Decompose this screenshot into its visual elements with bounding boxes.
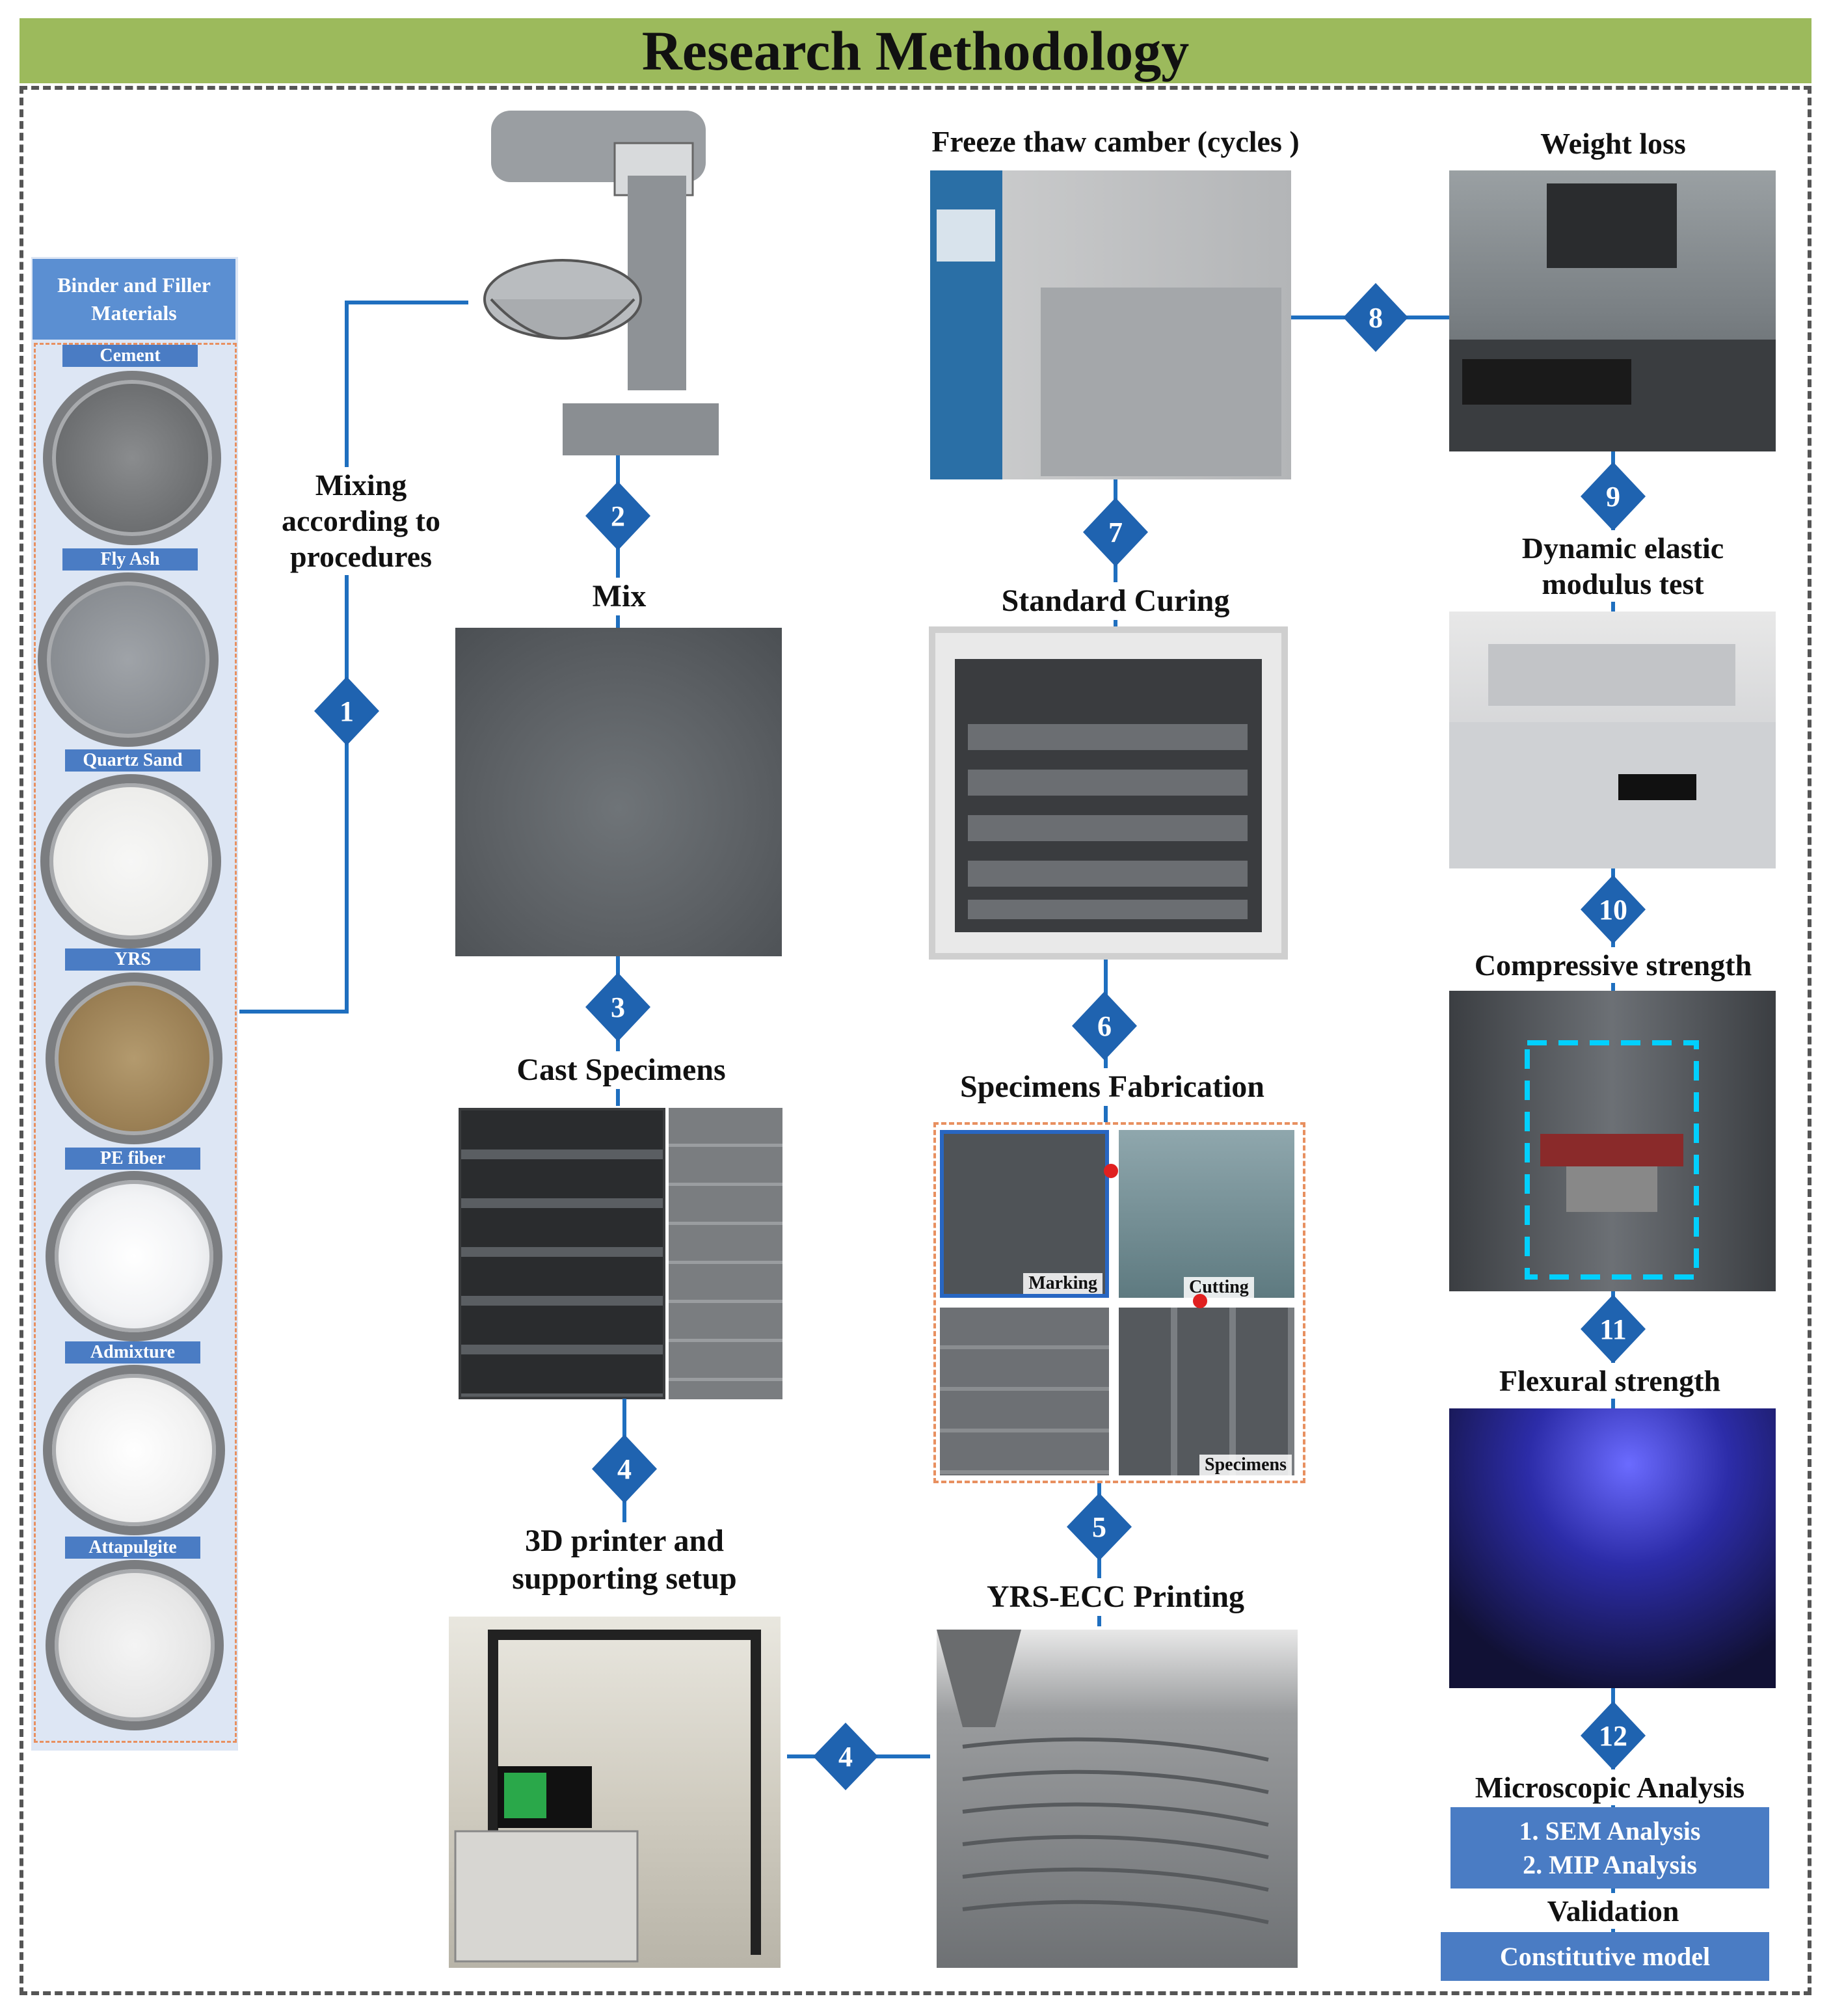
dynamic-modulus-label: Dynamic elastic modulus test [1463,530,1782,602]
ecc-printing-photo [937,1630,1298,1968]
materials-header-line2: Materials [91,301,177,325]
step-diamond-4b [813,1723,878,1790]
fabrication-specimens-photo: Specimens [1119,1308,1294,1475]
title-bar: Research Methodology [20,18,1811,83]
cast-molds-photo [459,1108,665,1399]
microscopic-label: Microscopic Analysis [1437,1769,1782,1806]
step-number-12: 12 [1599,1720,1627,1752]
mixer-photo [478,104,732,468]
fabrication-label: Specimens Fabrication [927,1068,1298,1106]
sem-analysis: 1. SEM Analysis [1519,1816,1701,1846]
compressive-label: Compressive strength [1441,947,1785,984]
mixing-label-line2: according to [281,504,440,538]
step-number-8: 8 [1369,302,1383,334]
fabrication-marking-label: Marking [1023,1273,1103,1294]
step-number-4a: 4 [617,1453,632,1485]
step-number-3: 3 [611,991,625,1023]
step-diamond-12 [1581,1701,1646,1770]
dynamic-label-line1: Dynamic elastic [1521,531,1724,565]
curing-chamber-photo [929,626,1288,960]
flexural-label: Flexural strength [1437,1363,1782,1399]
mix-photo [455,628,782,956]
fabrication-cutting-photo: Cutting [1119,1130,1294,1298]
step-diamond-11 [1581,1295,1646,1364]
material-label-quartz-sand: Quartz Sand [65,749,200,772]
step-diamond-5 [1067,1493,1132,1561]
material-label-pe-fiber: PE fiber [65,1148,200,1170]
step-number-5: 5 [1092,1511,1106,1543]
material-label-yrs: YRS [65,948,200,971]
material-label-cement: Cement [62,345,198,367]
step-diamond-6 [1072,991,1137,1060]
fabrication-panel [933,1122,1305,1483]
curing-label: Standard Curing [940,582,1291,620]
step-number-6: 6 [1097,1010,1112,1042]
material-photo-quartz-sand [40,774,221,948]
printing-label: YRS-ECC Printing [946,1578,1285,1616]
mixing-label-line3: procedures [289,540,433,574]
step-diamond-3 [585,973,650,1042]
printer-setup-label: 3D printer and supporting setup [433,1522,816,1598]
fabrication-marking-photo: Marking [940,1130,1109,1298]
diagram-frame [20,86,1811,1995]
material-photo-yrs [46,973,222,1144]
materials-header: Binder and Filler Materials [33,259,235,340]
compressive-test-photo [1449,991,1776,1291]
step-number-7: 7 [1108,517,1123,548]
step-number-10: 10 [1599,894,1627,926]
step-diamond-2 [585,481,650,550]
step-number-2: 2 [611,500,625,532]
fabrication-specimens-label: Specimens [1199,1455,1292,1475]
step-diamond-7 [1083,498,1148,567]
step-number-1: 1 [340,695,354,727]
step-diamond-9 [1581,462,1646,531]
mixing-label-line1: Mixing [315,468,407,502]
fabrication-cutting-label: Cutting [1184,1277,1254,1298]
validation-label: Validation [1516,1893,1711,1929]
weight-loss-label: Weight loss [1450,126,1776,162]
freeze-thaw-label: Freeze thaw camber (cycles ) [901,124,1330,160]
step-diamond-4a [592,1434,657,1503]
step-diamond-8 [1343,283,1408,352]
freeze-thaw-photo [930,170,1291,479]
mixing-procedures-label: Mixing according to procedures [247,467,475,575]
dynamic-label-line2: modulus test [1542,567,1704,601]
step-number-11: 11 [1599,1313,1627,1345]
constitutive-model-box: Constitutive model [1441,1932,1769,1981]
materials-header-line1: Binder and Filler [57,273,211,297]
cast-specimens-label: Cast Specimens [491,1051,751,1089]
weight-loss-photo [1449,170,1776,451]
printer-setup-photo [449,1617,781,1968]
step-number-9: 9 [1606,481,1620,513]
materials-dashed-box [34,343,237,1743]
step-diamond-10 [1581,875,1646,944]
mip-analysis: 2. MIP Analysis [1523,1849,1697,1879]
microscopic-methods-box: 1. SEM Analysis 2. MIP Analysis [1450,1807,1769,1888]
material-label-fly-ash: Fly Ash [62,548,198,571]
dynamic-modulus-photo [1449,612,1776,868]
step-diamond-1 [314,677,379,746]
page-title: Research Methodology [641,20,1190,82]
cast-specimens-photo [669,1108,782,1399]
mix-label: Mix [554,578,684,615]
step-number-4b: 4 [838,1741,853,1773]
printer-label-line2: supporting setup [512,1561,737,1596]
material-label-attapulgite: Attapulgite [65,1537,200,1559]
printer-label-line1: 3D printer and [525,1524,724,1558]
fabrication-labeled-photo [940,1308,1109,1475]
material-label-admixture: Admixture [65,1341,200,1364]
flexural-test-photo [1449,1408,1776,1688]
